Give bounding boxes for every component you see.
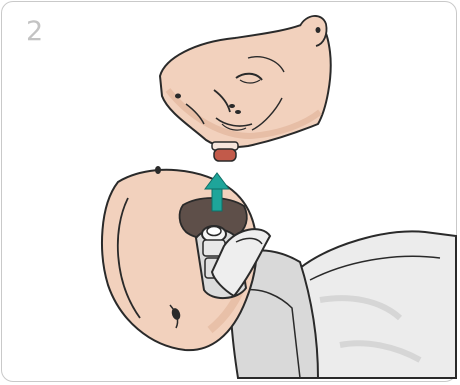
face-piece-valve — [212, 142, 238, 161]
face-piece — [160, 16, 331, 147]
